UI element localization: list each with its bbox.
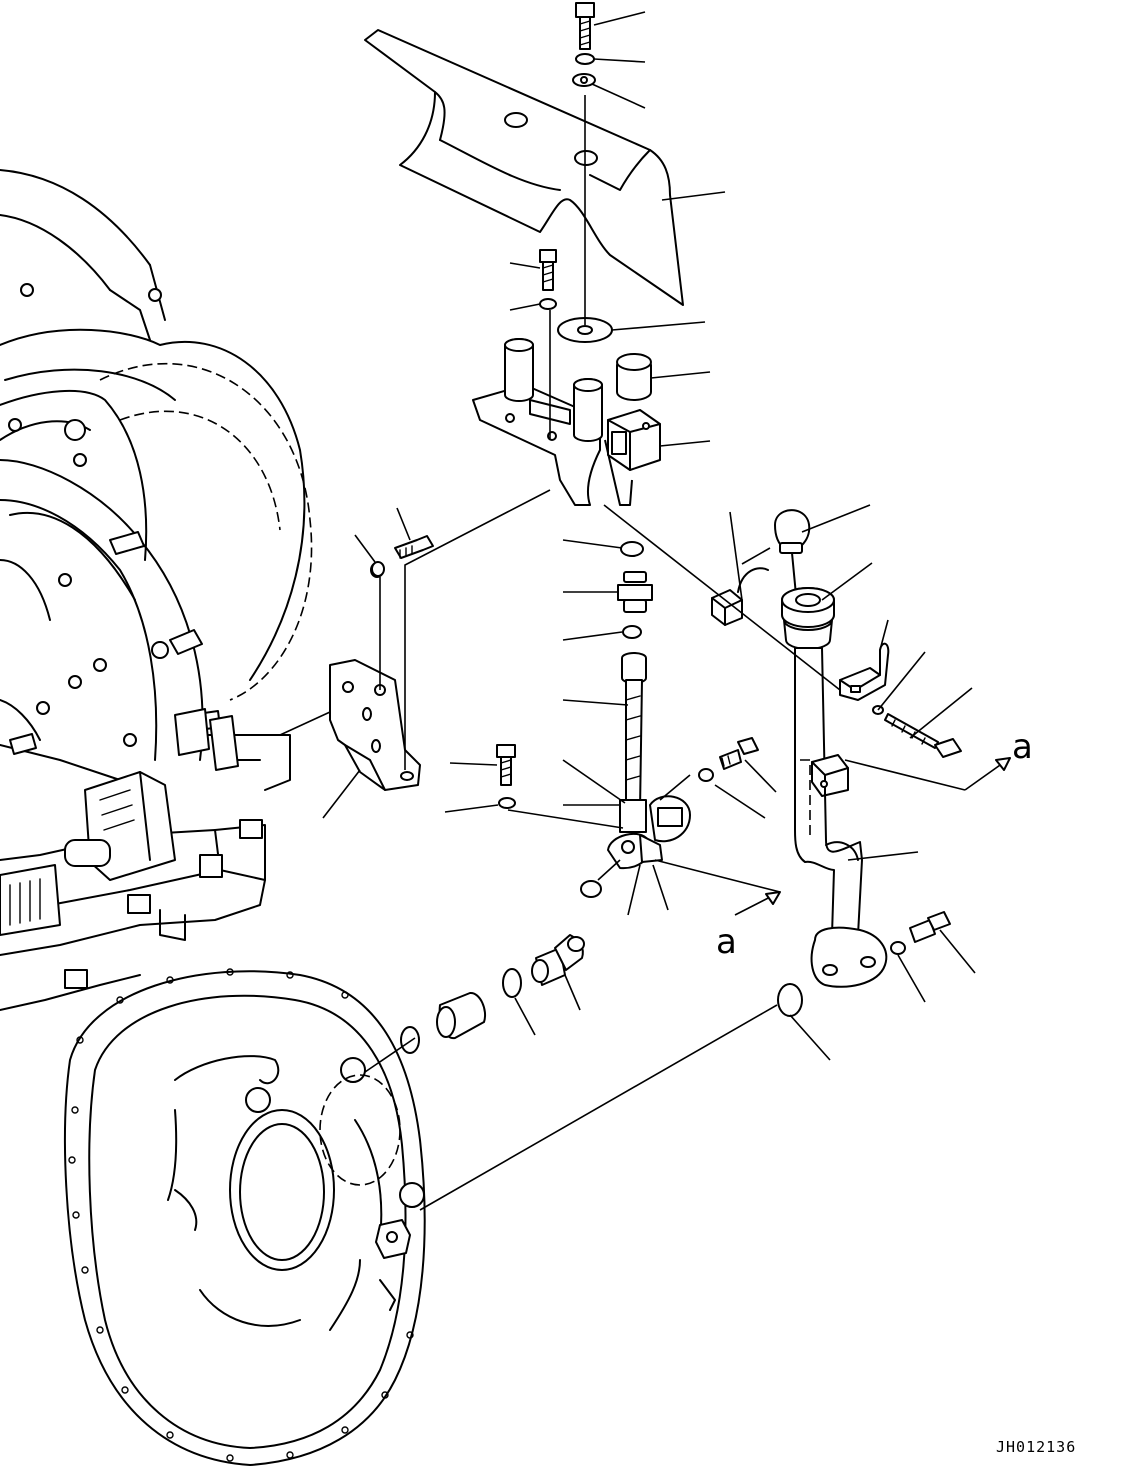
drawing-code: JH012136 [996, 1438, 1076, 1456]
leader-lines [279, 11, 1011, 1211]
dipstick-assembly [774, 509, 962, 988]
flywheel-housing [64, 968, 426, 1466]
bracket-bolts [371, 561, 385, 577]
hose-assembly [496, 541, 759, 898]
harness-clip [711, 567, 769, 626]
elbow-fitting [400, 911, 951, 1054]
transmission-housing [0, 169, 313, 1011]
mounting-bracket [472, 338, 661, 506]
cover-plate [364, 29, 684, 306]
callout-letter-a-lower: a [716, 922, 737, 962]
callout-letter-a-right: a [1012, 727, 1033, 767]
top-hardware [539, 2, 613, 343]
